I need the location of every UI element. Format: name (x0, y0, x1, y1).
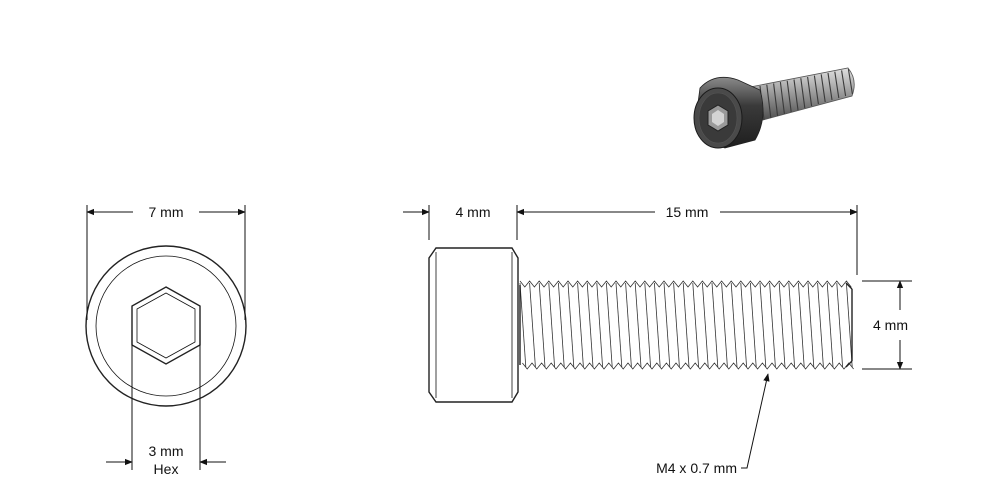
thread-ridge-3d (793, 79, 799, 111)
thread-line (606, 282, 613, 368)
thread-ridge-3d (827, 72, 833, 101)
thread-line (529, 282, 536, 368)
thread-line (538, 282, 546, 368)
thread-line (682, 282, 690, 368)
thread-line (519, 282, 527, 368)
screw-3d-render (693, 67, 855, 149)
side-view: 4 mm 15 mm 4 mm M4 x 0.7 mm (403, 204, 912, 476)
thread-ridge-3d (847, 69, 853, 95)
thread-ridge-3d (766, 84, 772, 119)
thread-line (778, 282, 786, 368)
thread-line (769, 282, 776, 368)
shank-length-label: 15 mm (666, 204, 709, 220)
thread-line (577, 282, 584, 368)
thread-line (798, 282, 805, 368)
thread-profile (522, 362, 854, 370)
thread-ridge-3d (813, 75, 819, 105)
head-length-label: 4 mm (456, 204, 491, 220)
thread-line (721, 282, 728, 368)
thread-ridge-3d (841, 70, 847, 97)
thread-ridge-3d (807, 76, 813, 107)
thread-line (730, 282, 738, 368)
head-outer-circle (85, 245, 247, 407)
thread-line (634, 282, 642, 368)
thread-ridge-3d (800, 78, 806, 109)
thread-line (663, 282, 671, 368)
thread-ridge-3d (834, 71, 840, 99)
hex-size-label: 3 mm (149, 443, 184, 459)
hex-word-label: Hex (154, 461, 179, 477)
thread-line (846, 282, 853, 368)
thread-ridge-3d (773, 83, 779, 117)
thread-line (567, 282, 575, 368)
thread-diameter-label: 4 mm (873, 317, 908, 333)
head-diameter-label: 7 mm (149, 204, 184, 220)
thread-line (615, 282, 623, 368)
shank-end-line (845, 282, 853, 290)
thread-ridges-3d (759, 69, 853, 121)
hex-socket (131, 286, 201, 365)
thread-profile (519, 280, 852, 288)
thread-ridge-3d (820, 74, 826, 103)
shank-end-line (845, 360, 853, 368)
thread-line (817, 282, 824, 368)
thread-line (807, 282, 815, 368)
thread-line (586, 282, 594, 368)
thread-line (750, 282, 757, 368)
thread-line (740, 282, 747, 368)
thread-line (826, 282, 834, 368)
thread-line (548, 282, 555, 368)
thread-line (788, 282, 795, 368)
thread-line (673, 282, 680, 368)
thread-line (711, 282, 719, 368)
thread-line (644, 282, 651, 368)
thread-ridge-3d (779, 82, 785, 115)
thread-line (596, 282, 603, 368)
thread-line (625, 282, 632, 368)
thread-line (759, 282, 767, 368)
thread-line (692, 282, 699, 368)
thread-line (654, 282, 661, 368)
screw-head-side (428, 247, 519, 403)
threaded-shank (519, 280, 854, 370)
thread-spec-label: M4 x 0.7 mm (656, 460, 737, 476)
head-chamfer-circle (95, 255, 237, 397)
thread-line (558, 282, 565, 368)
thread-ridge-3d (786, 80, 792, 113)
end-view: 7 mm 3 mm Hex (85, 204, 247, 477)
thread-line (836, 282, 843, 368)
thread-line (702, 282, 709, 368)
